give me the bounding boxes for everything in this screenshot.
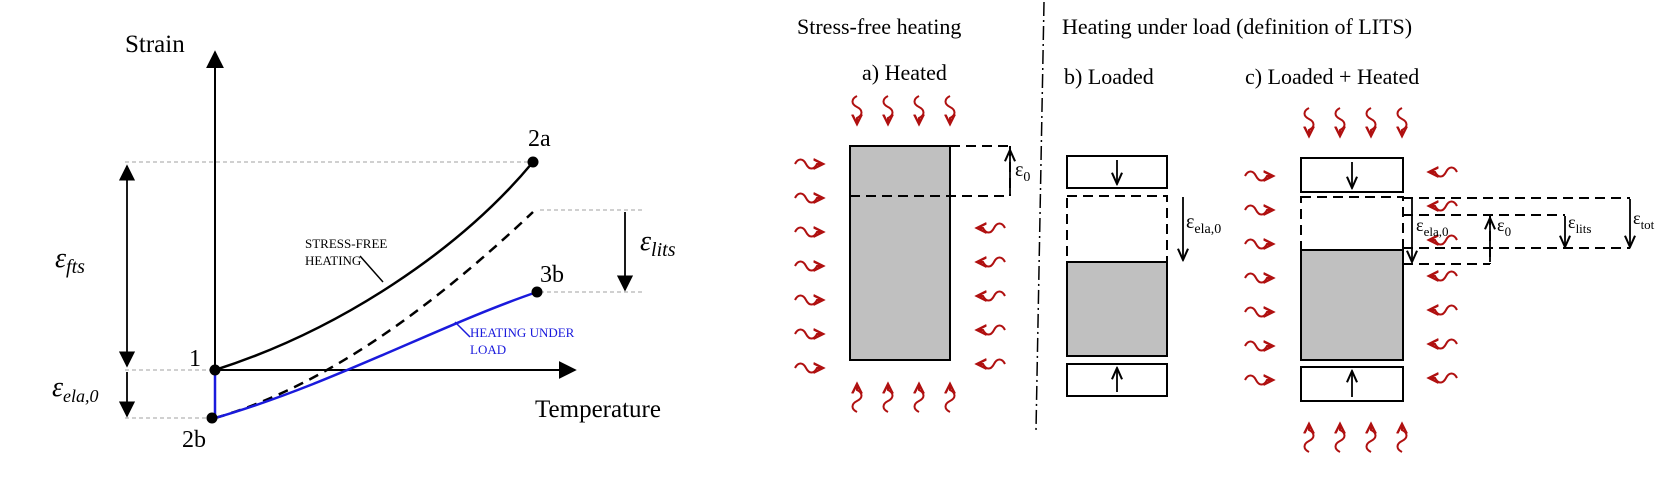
panel-c-bottom-heat-arrows: [1305, 424, 1407, 452]
panel-c-eps0-label: ε0: [1497, 215, 1511, 239]
point-2a-label: 2a: [528, 126, 551, 152]
eps-fts-label: εfts: [55, 243, 85, 278]
under-load-leader: [454, 321, 471, 338]
lits-reference-dashed-curve: [214, 211, 534, 420]
panel-b-specimen: [1066, 261, 1168, 357]
point-1: [209, 364, 221, 376]
panel-b-ela0-label: εela,0: [1186, 211, 1221, 237]
panel-b-title: b) Loaded: [1064, 64, 1154, 89]
stress-free-label-line2: HEATING: [305, 253, 361, 268]
panel-a-right-heat-arrows: [977, 224, 1005, 369]
stress-free-label-line1: STRESS-FREE: [305, 236, 387, 251]
point-1-label: 1: [189, 346, 201, 372]
panel-c-specimen: [1300, 249, 1404, 361]
panel-c-top-heat-arrows: [1305, 108, 1407, 136]
point-2b-label: 2b: [182, 427, 206, 453]
panel-a-left-heat-arrows: [795, 160, 823, 373]
panel-a-top-heat-arrows: [853, 96, 955, 124]
panel-c-tot-label: εtot: [1633, 208, 1655, 232]
point-2a: [527, 156, 539, 168]
point-3b: [531, 286, 543, 298]
stress-free-heating-curve: [214, 161, 534, 372]
panel-c-title: c) Loaded + Heated: [1245, 64, 1419, 89]
stress-free-leader: [359, 255, 384, 283]
panel-a-specimen: [849, 145, 951, 361]
strain-temperature-graph: Strain Temperature STRESS-FREE HEATING H…: [52, 31, 676, 453]
under-load-label-line2: LOAD: [470, 342, 506, 357]
section-title-under-load: Heating under load (definition of LITS): [1062, 14, 1412, 39]
panel-a-bottom-heat-arrows: [853, 384, 955, 412]
panel-c-lits-label: εlits: [1568, 212, 1591, 236]
panel-c-original-outline: [1300, 196, 1404, 251]
x-axis-label: Temperature: [535, 396, 661, 423]
panel-a-title: a) Heated: [862, 60, 947, 85]
under-load-label-line1: HEATING UNDER: [470, 325, 575, 340]
y-axis-label: Strain: [125, 31, 185, 58]
section-divider: [1035, 1, 1045, 431]
point-3b-label: 3b: [540, 262, 564, 288]
specimen-diagram: Stress-free heating Heating under load (…: [795, 1, 1655, 452]
eps-ela0-label: εela,0: [52, 372, 99, 406]
panel-c-ela0-label: εela,0: [1416, 215, 1448, 239]
section-title-stress-free: Stress-free heating: [797, 14, 961, 39]
panel-c-right-heat-arrows: [1429, 168, 1457, 383]
panel-c-left-heat-arrows: [1245, 172, 1273, 385]
panel-b-original-outline: [1066, 195, 1168, 263]
point-2b: [206, 412, 218, 424]
panel-a-eps0-label: ε0: [1015, 159, 1030, 185]
eps-lits-label: εlits: [640, 226, 676, 261]
heating-under-load-curve: [213, 290, 538, 420]
